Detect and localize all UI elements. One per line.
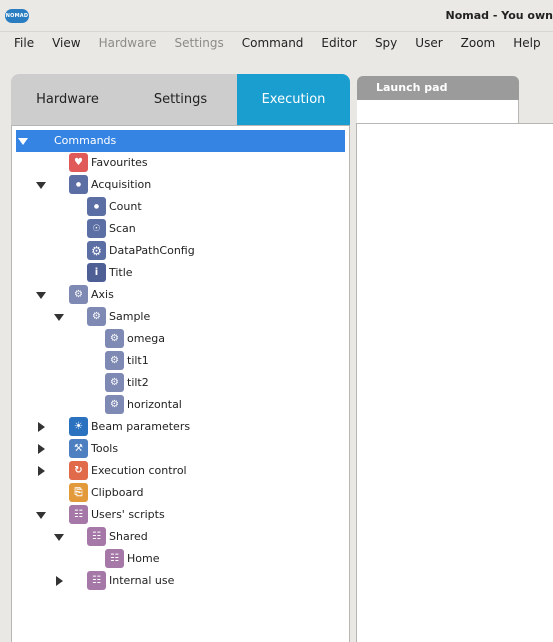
- tree-item-scan[interactable]: ☉Scan: [16, 218, 345, 240]
- tree-item-tilt1[interactable]: ⚙tilt1: [16, 350, 345, 372]
- info-icon: i: [87, 263, 106, 282]
- tree-item-label: Home: [127, 552, 160, 565]
- tree-item-internal-use[interactable]: ☷Internal use: [16, 570, 345, 592]
- tab-hardware[interactable]: Hardware: [11, 74, 124, 125]
- tree-item-label: Users' scripts: [91, 508, 165, 521]
- tree-item-label: Count: [109, 200, 142, 213]
- command-tree[interactable]: Commands♥Favourites●Acquisition●Count☉Sc…: [11, 125, 350, 642]
- expanded-arrow-icon[interactable]: [36, 512, 46, 519]
- tree-item-shared[interactable]: ☷Shared: [16, 526, 345, 548]
- rec-icon: ●: [87, 197, 106, 216]
- expanded-arrow-icon[interactable]: [54, 534, 64, 541]
- axis-icon: ⚙: [105, 373, 124, 392]
- expanded-arrow-icon[interactable]: [54, 314, 64, 321]
- launch-pad-area[interactable]: [356, 123, 553, 642]
- beam-icon: ☀: [69, 417, 88, 436]
- tree-item-label: horizontal: [127, 398, 182, 411]
- tree-item-label: Axis: [91, 288, 114, 301]
- tree-item-label: omega: [127, 332, 165, 345]
- tree-item-label: Tools: [91, 442, 119, 455]
- launch-pad-header: [357, 100, 519, 123]
- axis-icon: ⚙: [105, 329, 124, 348]
- tree-item-label: Execution control: [91, 464, 187, 477]
- axis-icon: ⚙: [87, 307, 106, 326]
- tree-item-label: Commands: [54, 134, 117, 147]
- menu-zoom[interactable]: Zoom: [460, 36, 496, 50]
- menu-help[interactable]: Help: [513, 36, 541, 50]
- tree-item-home[interactable]: ☷Home: [16, 548, 345, 570]
- expanded-arrow-icon[interactable]: [18, 138, 28, 145]
- tools-icon: ⚒: [69, 439, 88, 458]
- script-icon: ☷: [87, 571, 106, 590]
- collapsed-arrow-icon[interactable]: [38, 422, 45, 432]
- tree-item-label: DataPathConfig: [109, 244, 195, 257]
- tree-item-beam-parameters[interactable]: ☀Beam parameters: [16, 416, 345, 438]
- tree-item-tools[interactable]: ⚒Tools: [16, 438, 345, 460]
- collapsed-arrow-icon[interactable]: [38, 466, 45, 476]
- tree-item-omega[interactable]: ⚙omega: [16, 328, 345, 350]
- menu-file[interactable]: File: [14, 36, 35, 50]
- tree-item-label: Shared: [109, 530, 148, 543]
- window-title: Nomad - You own: [445, 9, 553, 22]
- expanded-arrow-icon[interactable]: [36, 182, 46, 189]
- scan-icon: ☉: [87, 219, 106, 238]
- tree-item-label: Favourites: [91, 156, 148, 169]
- script-icon: ☷: [105, 549, 124, 568]
- launch-pad-tab[interactable]: Launch pad: [357, 76, 519, 100]
- gear-icon: ⚙: [87, 241, 106, 260]
- script-icon: ☷: [69, 505, 88, 524]
- nomad-logo-icon: NOMAD: [5, 9, 29, 23]
- collapsed-arrow-icon[interactable]: [38, 444, 45, 454]
- tree-item-acquisition[interactable]: ●Acquisition: [16, 174, 345, 196]
- tree-item-label: Scan: [109, 222, 136, 235]
- collapsed-arrow-icon[interactable]: [56, 576, 63, 586]
- tab-execution[interactable]: Execution: [237, 74, 350, 125]
- heart-icon: ♥: [69, 153, 88, 172]
- axis-icon: ⚙: [69, 285, 88, 304]
- tree-item-users-scripts[interactable]: ☷Users' scripts: [16, 504, 345, 526]
- tree-item-label: Beam parameters: [91, 420, 191, 433]
- menu-user[interactable]: User: [415, 36, 443, 50]
- tree-item-datapathconfig[interactable]: ⚙DataPathConfig: [16, 240, 345, 262]
- tree-item-label: Title: [109, 266, 133, 279]
- menu-hardware: Hardware: [98, 36, 157, 50]
- tree-item-execution-control[interactable]: ↻Execution control: [16, 460, 345, 482]
- axis-icon: ⚙: [105, 351, 124, 370]
- clip-icon: ⎘: [69, 483, 88, 502]
- tree-item-label: Acquisition: [91, 178, 152, 191]
- tree-item-label: tilt2: [127, 376, 149, 389]
- tree-item-label: Sample: [109, 310, 151, 323]
- tree-item-label: Internal use: [109, 574, 175, 587]
- tree-item-horizontal[interactable]: ⚙horizontal: [16, 394, 345, 416]
- tree-item-favourites[interactable]: ♥Favourites: [16, 152, 345, 174]
- tree-item-commands[interactable]: Commands: [16, 130, 345, 152]
- tree-item-axis[interactable]: ⚙Axis: [16, 284, 345, 306]
- menu-view[interactable]: View: [52, 36, 81, 50]
- tree-item-clipboard[interactable]: ⎘Clipboard: [16, 482, 345, 504]
- tree-item-count[interactable]: ●Count: [16, 196, 345, 218]
- tree-item-tilt2[interactable]: ⚙tilt2: [16, 372, 345, 394]
- rec-icon: ●: [69, 175, 88, 194]
- menu-command[interactable]: Command: [241, 36, 304, 50]
- title-bar: NOMAD Nomad - You own: [0, 0, 553, 32]
- expanded-arrow-icon[interactable]: [36, 292, 46, 299]
- menu-bar: File View Hardware Settings Command Editor Spy…: [0, 32, 553, 54]
- axis-icon: ⚙: [105, 395, 124, 414]
- tree-item-sample[interactable]: ⚙Sample: [16, 306, 345, 328]
- script-icon: ☷: [87, 527, 106, 546]
- tree-item-label: Clipboard: [91, 486, 144, 499]
- tree-item-label: tilt1: [127, 354, 149, 367]
- menu-settings: Settings: [174, 36, 224, 50]
- exec-icon: ↻: [69, 461, 88, 480]
- tab-settings[interactable]: Settings: [124, 74, 237, 125]
- menu-editor[interactable]: Editor: [321, 36, 357, 50]
- menu-spy[interactable]: Spy: [374, 36, 398, 50]
